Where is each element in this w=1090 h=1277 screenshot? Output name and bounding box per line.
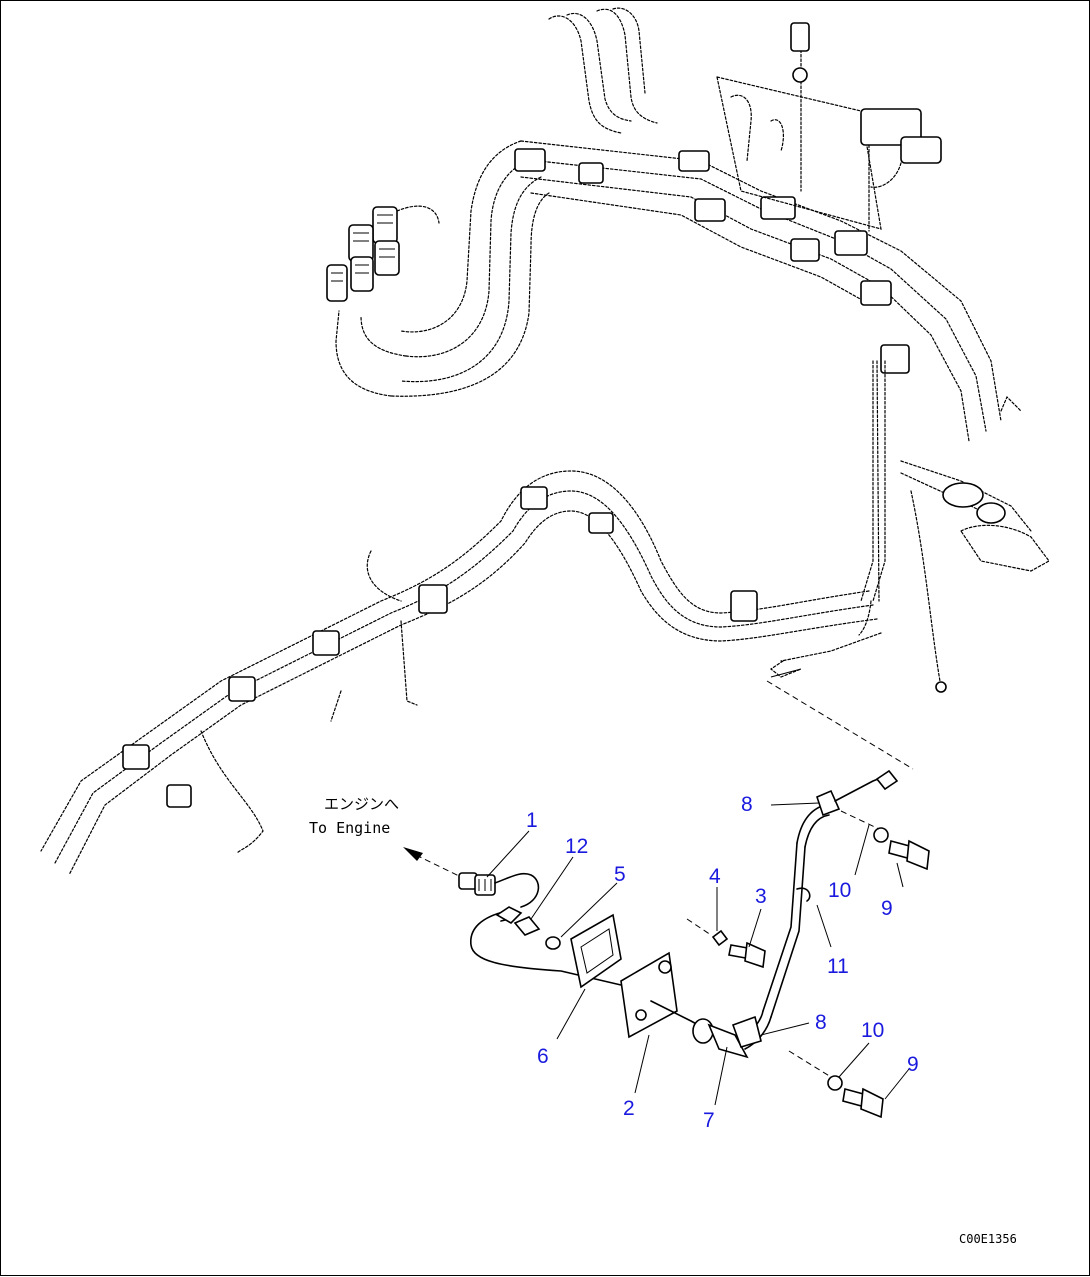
leader-line xyxy=(770,668,802,678)
callout-7: 7 xyxy=(703,1109,715,1132)
callout-11: 11 xyxy=(827,955,849,978)
callout-9-top: 9 xyxy=(881,897,893,920)
engine-direction-label: エンジンへ To Engine xyxy=(309,795,462,878)
connector-icon xyxy=(513,916,541,936)
sensor-assembly xyxy=(458,769,930,1119)
arrow-line xyxy=(415,854,462,878)
callout-6: 6 xyxy=(537,1045,549,1068)
upper-harness xyxy=(326,7,1050,693)
middle-harness xyxy=(40,470,882,876)
leader-line xyxy=(766,680,914,770)
connector-plug-icon xyxy=(326,205,440,302)
arrow-head-icon xyxy=(403,847,423,861)
nut-icon xyxy=(711,929,729,947)
clamp-icon xyxy=(418,584,448,614)
engine-label-jp: エンジンへ xyxy=(324,795,399,813)
washer-icon xyxy=(873,827,889,843)
callout-2: 2 xyxy=(623,1097,635,1120)
callout-12: 12 xyxy=(565,835,588,858)
clamp-icon xyxy=(122,744,150,770)
callout-1: 1 xyxy=(526,809,538,832)
clamp-icon xyxy=(588,512,614,534)
clamp-icon xyxy=(520,486,548,510)
callout-10-top: 10 xyxy=(828,879,851,902)
callout-8-top: 8 xyxy=(741,793,753,816)
callout-8-bottom: 8 xyxy=(815,1011,827,1034)
clamp-icon xyxy=(731,1015,762,1048)
callout-3: 3 xyxy=(755,885,767,908)
callout-5: 5 xyxy=(614,863,626,886)
nut-icon xyxy=(545,936,561,950)
clamp-icon xyxy=(166,784,192,808)
mounting-bracket xyxy=(716,22,942,232)
callout-4: 4 xyxy=(709,865,721,888)
callout-10-bottom: 10 xyxy=(861,1019,884,1042)
drawing-code: C00E1356 xyxy=(959,1232,1017,1246)
sensor-icon xyxy=(692,1018,714,1044)
clamp-icon xyxy=(816,789,841,817)
plate-icon xyxy=(620,951,678,1039)
clamp-icon xyxy=(730,590,758,622)
clamp-icon xyxy=(228,676,256,702)
gasket-icon xyxy=(570,913,622,989)
clamp-icon xyxy=(514,148,910,374)
callout-9-bottom: 9 xyxy=(907,1053,919,1076)
engine-label-en: To Engine xyxy=(309,819,390,837)
right-connector-cluster xyxy=(900,395,1050,693)
callout-labels: 1 12 5 4 3 8 10 9 11 8 10 9 6 2 7 xyxy=(526,793,919,1132)
washer-icon xyxy=(827,1075,843,1091)
clamp-icon xyxy=(312,630,340,656)
